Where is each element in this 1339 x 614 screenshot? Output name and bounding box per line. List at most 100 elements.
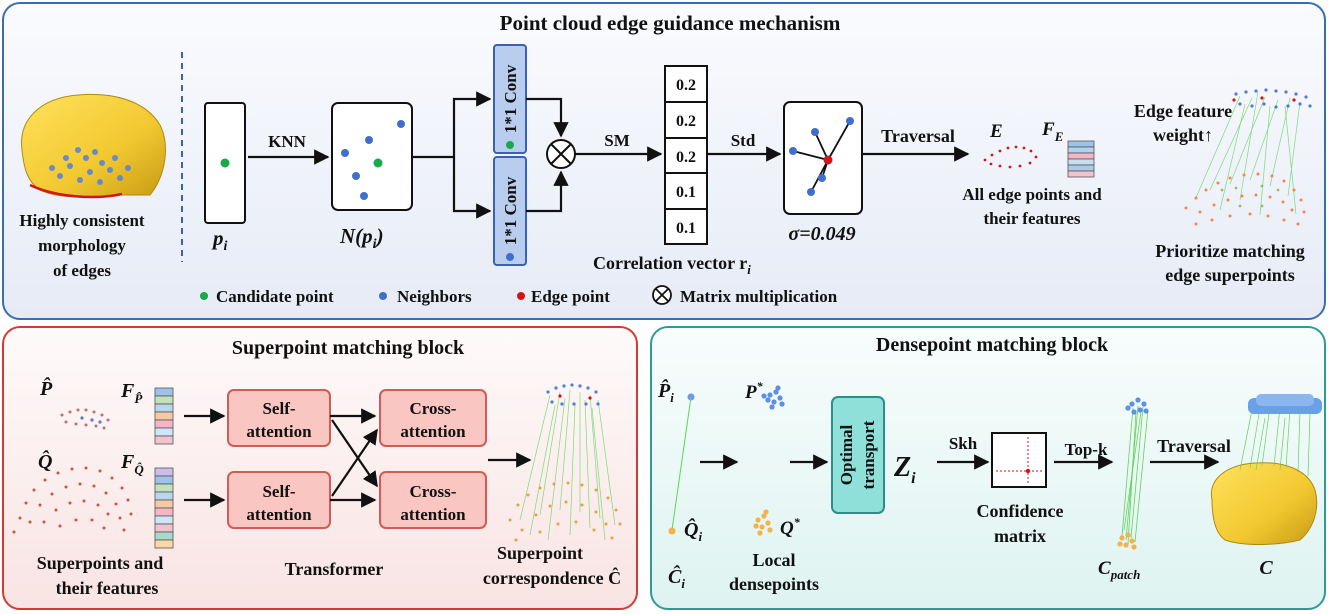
p-star-label: P* (744, 379, 764, 403)
edge-morphology-skull-image (21, 93, 166, 199)
q-star-cluster (753, 509, 773, 536)
cross-attention-top-line-1: Cross- (410, 399, 457, 418)
correlation-vector (664, 65, 708, 245)
correlation-value: 0.2 (676, 77, 696, 94)
legend-candidate-label: Candidate point (216, 287, 334, 306)
cross-link-down-arrow (331, 419, 378, 488)
z-i-label: Zi (893, 452, 916, 487)
legend-edge-label: Edge point (531, 287, 610, 306)
matrix-multiplication-icon (546, 139, 576, 169)
transformer-label: Transformer (285, 559, 384, 579)
legend-matrix-label: Matrix multiplication (680, 287, 838, 306)
skh-label: Skh (949, 434, 978, 453)
self-attention-bottom-line-1: Self- (262, 482, 295, 501)
cross-attention-bottom-box (379, 471, 487, 529)
edge-weight-line-2: weight↑ (1153, 125, 1213, 145)
edge-points-caption-line-2: their features (983, 209, 1080, 228)
prioritize-line-2: edge superpoints (1165, 265, 1295, 285)
sigma-label: σ=0.049 (788, 223, 855, 245)
final-registered-skull (1210, 394, 1322, 546)
p-hat-label: P̂ (39, 376, 53, 400)
fp-label: FP̂ (120, 380, 143, 406)
top-panel-title: Point cloud edge guidance mechanism (500, 11, 841, 35)
c-label: C (1259, 557, 1273, 579)
fe-label: FE (1041, 119, 1064, 144)
std-edge-dot (823, 155, 833, 165)
p-hat-cloud (60, 408, 110, 430)
confidence-line-1: Confidence (977, 501, 1064, 521)
superpoints-caption-line-2: their features (56, 578, 159, 598)
correlation-value: 0.2 (676, 113, 696, 130)
q-hat-i-label: Q̂i (684, 517, 702, 544)
to-conv-top-arrow (412, 91, 492, 159)
left-caption-line-1: Highly consistent (19, 211, 144, 230)
conv-bottom-to-mult-arrow (526, 170, 569, 213)
legend-neighbors-dot (379, 292, 387, 300)
fq-feature-stack (154, 467, 174, 549)
local-densepoints-line-2: densepoints (729, 574, 819, 594)
confidence-line-2: matrix (994, 526, 1046, 546)
self-attention-bottom-line-2: attention (246, 505, 312, 524)
correlation-value: 0.1 (676, 184, 696, 201)
cross-attention-bottom-line-2: attention (400, 505, 466, 524)
edge-weight-line-1: Edge feature (1134, 101, 1232, 121)
dense-correspondence-line (671, 396, 692, 531)
e-label: E (989, 121, 1003, 142)
confidence-matrix-box (991, 432, 1047, 488)
self-attention-top-line-1: Self- (262, 399, 295, 418)
legend-neighbors-label: Neighbors (397, 287, 472, 306)
conv-bottom-dot (506, 253, 514, 261)
fq-label: FQ̂ (120, 451, 144, 477)
q-hat-i-dot (668, 527, 676, 535)
legend-multiply-icon (652, 285, 672, 305)
correlation-value: 0.1 (676, 220, 696, 237)
superpoint-correspondence-cloud (508, 383, 622, 542)
correspondence-line-2: correspondence Ĉ (483, 566, 621, 588)
densepoint-panel-title: Densepoint matching block (876, 334, 1109, 356)
q-hat-cloud (12, 466, 133, 534)
edge-points-caption-line-1: All edge points and (962, 185, 1102, 204)
optimal-transport-box (831, 396, 885, 514)
conv-bottom-label: 1*1 Conv (501, 176, 520, 245)
cross-link-up-arrow (331, 428, 378, 497)
correspondence-line-1: Superpoint (497, 543, 583, 563)
p-hat-i-label: P̂i (657, 378, 674, 405)
prioritized-matching-cloud (1184, 88, 1312, 226)
candidate-point-dot (220, 158, 230, 168)
neighbor-dots (341, 120, 405, 200)
conv-top-to-mult-arrow (526, 97, 569, 138)
self-attention-top-line-2: attention (246, 422, 312, 441)
confidence-max-dot (1025, 468, 1031, 474)
local-densepoints-line-1: Local (753, 550, 796, 570)
left-caption-line-2: morphology (38, 236, 126, 255)
legend-edge-dot (517, 292, 525, 300)
legend-candidate-dot (200, 292, 208, 300)
conv-top-dot (506, 141, 514, 149)
superpoints-caption-line-1: Superpoints and (37, 553, 164, 573)
c-patch-cloud (1117, 397, 1149, 550)
conv-top-label: 1*1 Conv (501, 64, 520, 133)
neighbors-candidate-dot (373, 158, 383, 168)
edge-feature-stack (1067, 140, 1095, 178)
c-hat-i-label: Ĉi (668, 564, 685, 591)
sm-label: SM (604, 131, 630, 150)
std-neighbor-dots (789, 117, 854, 196)
cross-attention-top-box (379, 389, 487, 447)
correlation-value: 0.2 (676, 149, 696, 166)
prioritize-line-1: Prioritize matching (1155, 241, 1304, 261)
topk-label: Top-k (1065, 440, 1108, 459)
superpoint-panel-title: Superpoint matching block (232, 337, 465, 359)
to-conv-bottom-arrow (452, 157, 492, 219)
edge-points-cloud (983, 145, 1038, 169)
q-hat-label: Q̂ (38, 449, 52, 473)
self-attention-top-box (227, 389, 331, 447)
traversal-label: Traversal (881, 126, 955, 146)
std-label: Std (731, 131, 756, 150)
c-patch-label: Cpatch (1098, 558, 1140, 582)
q-star-label: Q* (780, 515, 801, 539)
fp-feature-stack (154, 387, 174, 445)
dense-traversal-label: Traversal (1157, 436, 1231, 456)
left-caption-line-3: of edges (53, 261, 111, 280)
p-star-cluster (761, 385, 785, 410)
